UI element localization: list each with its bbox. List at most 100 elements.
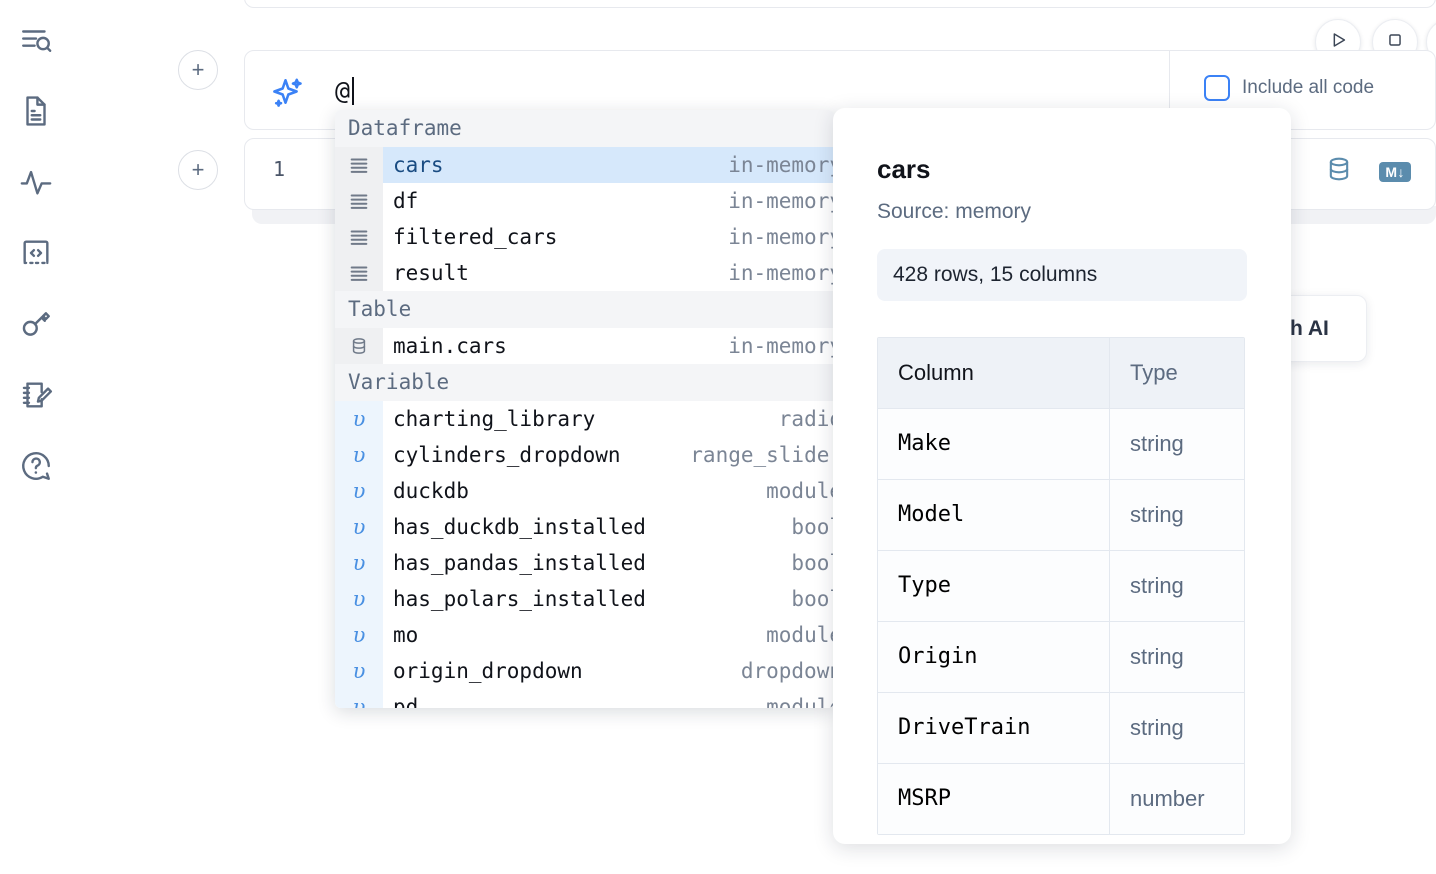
activity-pulse-icon [19,165,53,199]
autocomplete-item-name: mo [393,623,419,647]
ai-sparkle-icon [269,75,305,116]
schema-column-name: Make [878,409,1110,479]
include-all-code-checkbox[interactable] [1204,75,1230,101]
autocomplete-item-kind: bool [791,587,834,611]
dataframe-rows-icon [335,255,383,291]
detail-source: Source: memory [877,200,1032,223]
autocomplete-item-name: has_duckdb_installed [393,515,646,539]
add-cell-button-bottom[interactable]: + [178,150,218,190]
autocomplete-item[interactable]: υ has_polars_installed bool [335,581,834,617]
autocomplete-item[interactable]: υ has_duckdb_installed bool [335,509,834,545]
autocomplete-item[interactable]: cars in-memory [335,147,834,183]
autocomplete-item-name: has_polars_installed [393,587,646,611]
dataframe-rows-icon [335,219,383,255]
autocomplete-group-header: Dataframe [335,110,834,147]
variable-upsilon-icon: υ [335,473,383,509]
schema-column-name: DriveTrain [878,693,1110,763]
autocomplete-item-kind: in-memory [728,153,834,177]
database-table-icon [335,328,383,364]
autocomplete-item[interactable]: υmomodule [335,617,834,653]
include-all-code-label: Include all code [1242,77,1375,98]
help-question-icon [19,449,53,483]
text-cursor [351,77,354,105]
autocomplete-item-kind: dropdown [740,659,834,683]
ai-tooltip: h AI [1281,295,1367,362]
markdown-badge-icon[interactable]: M↓ [1379,161,1411,182]
autocomplete-item-kind: in-memory [728,261,834,285]
sidebar-item-explore[interactable] [12,16,60,64]
schema-column-type: string [1110,409,1244,479]
variable-upsilon-icon: υ [335,689,383,708]
include-all-code-row[interactable]: Include all code [1204,75,1374,101]
autocomplete-item[interactable]: υ charting_library radio [335,401,834,437]
sidebar-item-activity[interactable] [12,158,60,206]
stop-square-icon [1384,29,1406,56]
autocomplete-item-name: df [393,189,419,213]
autocomplete-item-name: charting_library [393,407,596,431]
autocomplete-item-kind: range_slider [690,443,834,467]
sidebar-item-secrets[interactable] [12,300,60,348]
variable-upsilon-icon: υ [335,581,383,617]
dataframe-detail-panel: cars Source: memory 428 rows, 15 columns… [833,108,1291,844]
autocomplete-group-header: Variable [335,364,834,401]
schema-column-type: number [1110,764,1244,834]
schema-column-type: string [1110,480,1244,550]
cell-icon-group: M↓ [1325,155,1411,188]
detail-title: cars [877,154,931,184]
database-icon[interactable] [1325,155,1353,188]
column-header-type: Type [1110,338,1244,408]
autocomplete-group-header: Table [335,291,834,328]
key-icon [19,307,53,341]
variable-upsilon-icon: υ [335,401,383,437]
previous-cell-edge [244,0,1436,8]
scratchpad-edit-icon [19,378,53,412]
autocomplete-item[interactable]: main.cars in-memory [335,328,834,364]
variable-upsilon-icon: υ [335,437,383,473]
variable-upsilon-icon: υ [335,509,383,545]
schema-column-type: string [1110,551,1244,621]
sidebar-item-notebook[interactable] [12,87,60,135]
code-snippet-icon [19,236,53,270]
autocomplete-item-name: cylinders_dropdown [393,443,621,467]
autocomplete-item-kind: in-memory [728,334,834,358]
autocomplete-item-name: pd [393,695,419,708]
autocomplete-item[interactable]: υpdmodule [335,689,834,708]
autocomplete-item-name: origin_dropdown [393,659,583,683]
plus-icon: + [191,57,205,82]
schema-column-name: MSRP [878,764,1110,834]
autocomplete-item-kind: bool [791,515,834,539]
schema-column-name: Type [878,551,1110,621]
autocomplete-item-kind: radio [778,407,834,431]
autocomplete-item-name: filtered_cars [393,225,558,249]
autocomplete-item-name: cars [393,153,444,177]
autocomplete-item-name: main.cars [393,334,507,358]
variable-upsilon-icon: υ [335,545,383,581]
sidebar-item-scratchpad[interactable] [12,371,60,419]
sidebar-item-help[interactable] [12,442,60,490]
variable-upsilon-icon: υ [335,617,383,653]
autocomplete-item[interactable]: υ cylinders_dropdown range_slider [335,437,834,473]
sidebar-item-snippets[interactable] [12,229,60,277]
dataframe-rows-icon [335,147,383,183]
autocomplete-item-kind: module [766,479,834,503]
autocomplete-item-name: has_pandas_installed [393,551,646,575]
explore-search-icon [19,23,53,57]
table-header-row: Column Type [878,338,1244,409]
schema-column-type: string [1110,622,1244,692]
add-cell-button-top[interactable]: + [178,50,218,90]
autocomplete-item[interactable]: υduckdbmodule [335,473,834,509]
file-document-icon [19,94,53,128]
column-header-column: Column [878,338,1110,408]
play-icon [1327,29,1349,56]
